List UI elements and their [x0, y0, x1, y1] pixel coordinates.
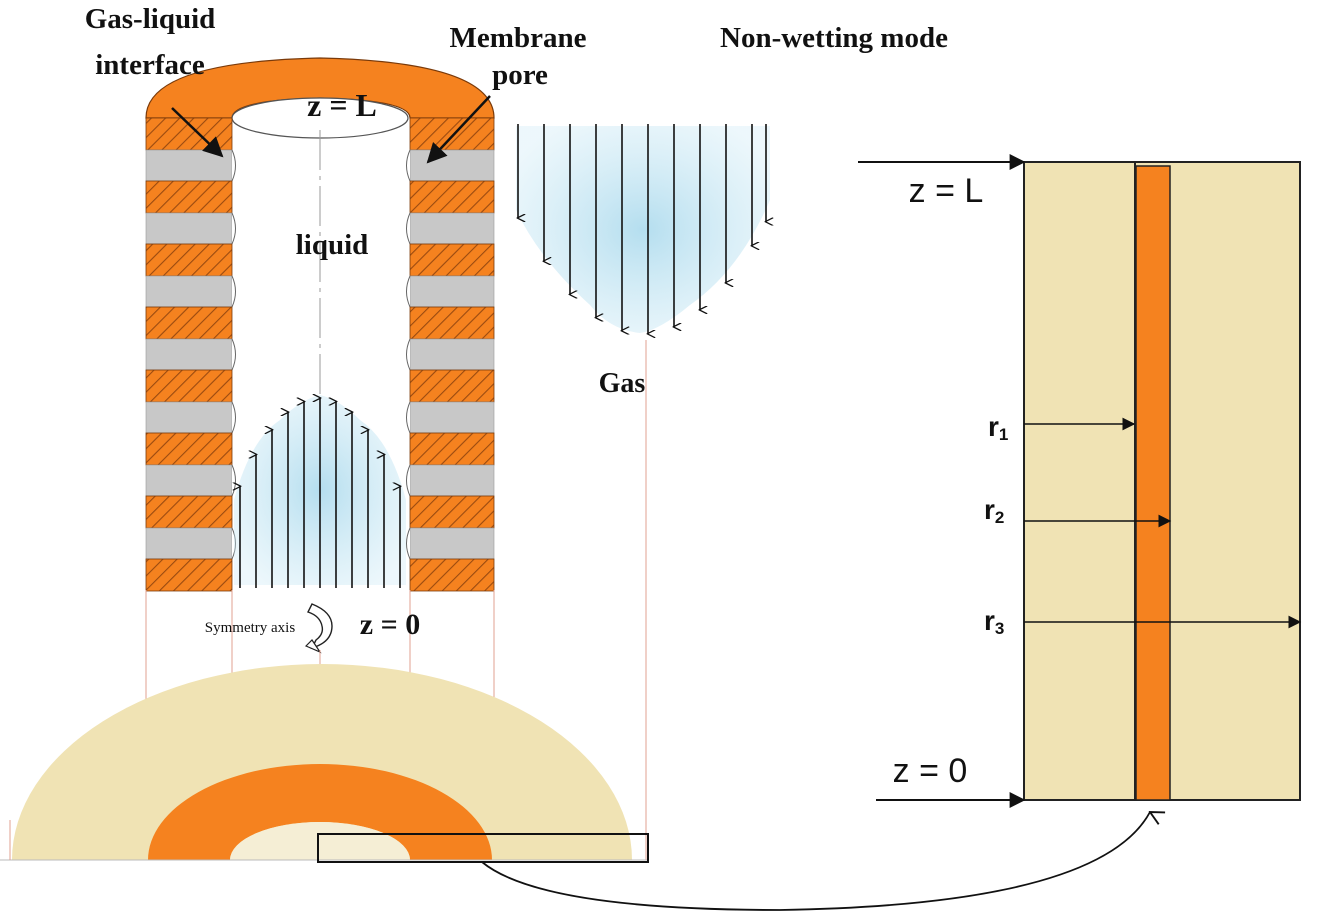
membrane-pore [145, 275, 233, 308]
membrane-segment [409, 369, 495, 403]
r2-label: r2 [984, 494, 1004, 527]
z-bottom-label: z = 0 [360, 608, 420, 641]
gas-liquid-meniscus [406, 212, 411, 245]
membrane-segment [409, 558, 495, 592]
membrane-pore [145, 401, 233, 434]
membrane-cross-section [148, 764, 492, 860]
membrane-pore [409, 149, 495, 182]
gas-label: Gas [599, 368, 646, 399]
gas-liquid-meniscus [406, 401, 411, 434]
membrane-segment [409, 117, 495, 151]
fiber-diagram [0, 57, 770, 863]
liquid-label: liquid [296, 229, 369, 261]
zoom-connector-curve [481, 812, 1150, 911]
membrane-segment [409, 432, 495, 466]
mode-title: Non-wetting mode [720, 22, 948, 54]
membrane-segment [409, 180, 495, 214]
membrane-segment [145, 558, 233, 592]
pore-label-line2: pore [492, 59, 548, 91]
r1-label: r1 [988, 411, 1008, 444]
r3-label: r3 [984, 605, 1004, 638]
pore-pointer-arrow [426, 95, 491, 164]
gas-flow-arrows [518, 124, 766, 334]
shell-cross-section [12, 664, 632, 860]
symmetry-axis-label: Symmetry axis [205, 620, 296, 636]
membrane-pore [409, 212, 495, 245]
gas-liquid-meniscus [406, 464, 411, 497]
gas-liquid-meniscus [231, 275, 236, 308]
membrane-pore [409, 401, 495, 434]
left-membrane-wall [145, 117, 236, 592]
domain-z-top-label: z = L [909, 172, 984, 210]
liquid-flow-arrows [240, 398, 400, 588]
right-membrane-wall [406, 117, 495, 592]
membrane-segment [145, 306, 233, 340]
gas-liquid-meniscus [231, 212, 236, 245]
gas-liquid-meniscus [406, 275, 411, 308]
domain-z-bottom-label: z = 0 [893, 752, 968, 790]
membrane-segment [409, 495, 495, 529]
membrane-segment [409, 243, 495, 277]
membrane-pore [409, 338, 495, 371]
membrane-pore [145, 527, 233, 560]
gas-liquid-meniscus [231, 401, 236, 434]
gas-liquid-meniscus [231, 149, 236, 182]
rotation-arrow-icon [304, 603, 333, 654]
domain-membrane-strip [1135, 165, 1171, 801]
domain-lumen-line [1134, 162, 1136, 800]
membrane-segment [145, 369, 233, 403]
interface-pointer-arrow [171, 107, 224, 158]
membrane-segment [145, 243, 233, 277]
z-top-label: z = L [307, 87, 377, 123]
membrane-pore [145, 464, 233, 497]
membrane-segment [145, 495, 233, 529]
membrane-segment [145, 432, 233, 466]
gas-liquid-meniscus [231, 338, 236, 371]
membrane-segment [145, 180, 233, 214]
membrane-segment [409, 306, 495, 340]
pore-label-line1: Membrane [450, 22, 587, 54]
membrane-pore [145, 212, 233, 245]
interface-label-line2: interface [95, 49, 205, 81]
gas-liquid-meniscus [231, 464, 236, 497]
membrane-pore [145, 338, 233, 371]
interface-label-line1: Gas-liquid [85, 3, 216, 35]
membrane-pore [409, 527, 495, 560]
lumen-cross-section [230, 822, 410, 860]
gas-liquid-meniscus [406, 338, 411, 371]
gas-velocity-profile [516, 126, 770, 333]
gas-liquid-meniscus [406, 527, 411, 560]
computational-domain [481, 154, 1302, 911]
membrane-pore [409, 464, 495, 497]
membrane-pore [409, 275, 495, 308]
gas-liquid-meniscus [406, 149, 411, 182]
